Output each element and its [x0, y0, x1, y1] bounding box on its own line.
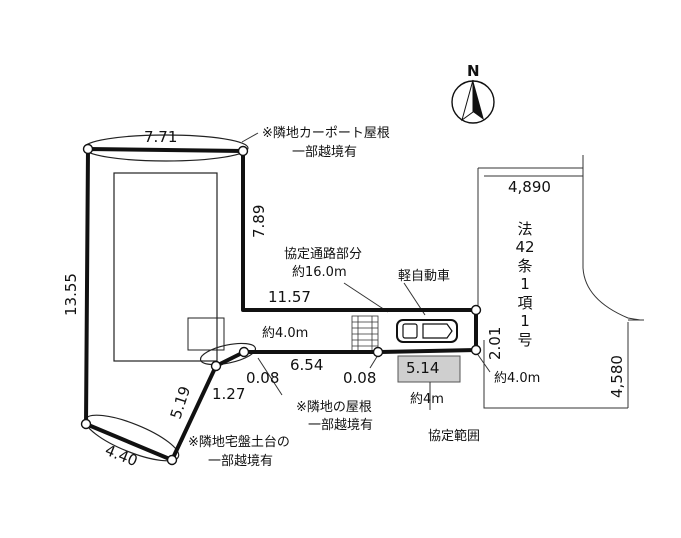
dim-top-left: 7.71	[144, 128, 177, 146]
road-label-6: 1	[520, 312, 530, 330]
road-label-7: 号	[517, 331, 532, 349]
dim-road-right: 4,580	[608, 355, 626, 398]
dim-lower-right: 5.14	[406, 359, 439, 377]
road-label-3: 条	[517, 257, 532, 275]
note-passage-line1: 協定通路部分	[284, 246, 362, 262]
note-approx-4m-a: 約4.0m	[262, 326, 308, 341]
note-passage-line2: 約16.0m	[292, 265, 347, 280]
dim-bottom-diag: 5.19	[167, 384, 194, 421]
building-annex	[187, 317, 225, 351]
road-label-5: 項	[517, 294, 532, 312]
building-footprint	[113, 172, 218, 362]
stairs	[351, 315, 379, 353]
dim-mid-horizontal: 11.57	[268, 288, 311, 306]
note-roof-line2: 一部越境有	[308, 418, 373, 433]
note-approx-4m-c: 約4m	[410, 392, 444, 407]
note-base-line2: 一部越境有	[208, 454, 273, 469]
dim-road-width: 4,890	[508, 178, 551, 196]
dim-inner-c: 0.08	[343, 369, 376, 387]
road-boundaries	[477, 155, 644, 409]
road-label-4: 1	[520, 275, 530, 293]
note-light-car: 軽自動車	[398, 269, 450, 284]
note-carport-line1: ※隣地カーポート屋根	[262, 125, 390, 141]
boundary-points	[80, 143, 482, 466]
note-base-line1: ※隣地宅盤土台の	[188, 434, 290, 450]
north-label: N	[467, 62, 480, 80]
car-icon	[396, 319, 458, 343]
dim-right-short: 2.01	[486, 327, 504, 360]
note-approx-4m-b: 約4.0m	[494, 371, 540, 386]
dim-inner-d: 1.27	[212, 385, 245, 403]
note-roof-line1: ※隣地の屋根	[296, 399, 372, 415]
north-compass-icon	[451, 79, 495, 124]
dim-inner-b: 0.08	[246, 369, 279, 387]
road-label-2: 42	[515, 238, 534, 256]
dim-top-right-vertical: 7.89	[250, 205, 268, 238]
roof-encroach-ellipse	[199, 342, 257, 366]
dim-inner-a: 6.54	[290, 356, 323, 374]
dim-left-vertical: 13.55	[62, 273, 80, 316]
agreement-area-shade	[397, 355, 461, 383]
note-agreement-area: 協定範囲	[428, 429, 480, 444]
road-label-1: 法	[517, 220, 532, 238]
note-carport-line2: 一部越境有	[292, 145, 357, 160]
